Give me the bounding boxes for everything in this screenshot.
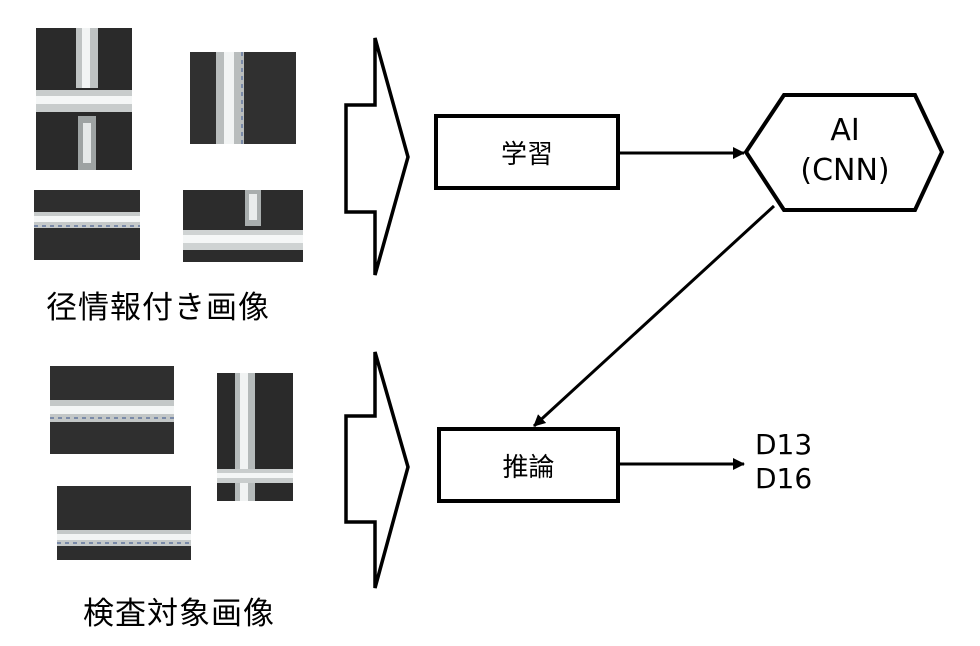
inspection-images-caption: 検査対象画像 xyxy=(83,596,275,632)
result-item: D13 xyxy=(755,428,813,461)
training-block-arrow xyxy=(344,37,410,276)
training-step-label: 学習 xyxy=(500,139,553,170)
training-image-4 xyxy=(183,190,303,262)
model-label: AI (CNN) xyxy=(760,111,930,191)
inspection-image-2 xyxy=(217,373,293,501)
inference-step-label: 推論 xyxy=(502,452,555,483)
model-label-line2: (CNN) xyxy=(800,153,890,188)
inference-step-box: 推論 xyxy=(437,427,620,503)
training-image-2 xyxy=(190,52,296,144)
training-images-caption: 径情報付き画像 xyxy=(46,290,270,326)
result-item: D16 xyxy=(755,462,813,495)
training-image-3 xyxy=(34,190,140,260)
training-image-1 xyxy=(36,28,132,170)
model-label-line1: AI xyxy=(830,113,860,148)
model-to-inference-arrow xyxy=(532,204,776,428)
inference-results: D13 D16 xyxy=(755,428,812,496)
inspection-image-1 xyxy=(50,366,174,454)
inspection-block-arrow xyxy=(344,351,410,589)
model-hexagon xyxy=(743,93,945,212)
training-step-box: 学習 xyxy=(434,114,620,190)
inspection-image-3 xyxy=(57,486,191,560)
